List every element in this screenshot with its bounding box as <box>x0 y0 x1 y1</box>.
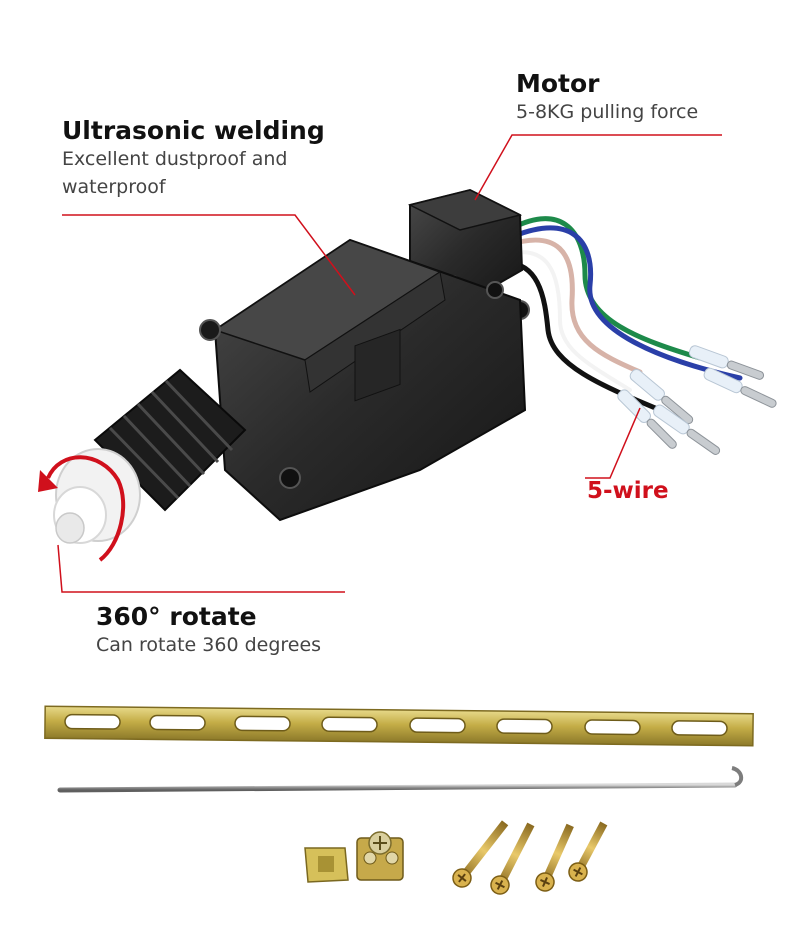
callout-rotate-subtitle: Can rotate 360 degrees <box>96 634 322 656</box>
callout-motor-title: Motor <box>516 69 600 98</box>
clip <box>304 847 349 883</box>
callout-rotate: 360° rotate Can rotate 360 degrees <box>96 602 321 660</box>
mounting-bracket <box>44 705 754 747</box>
callout-ultrasonic-line2: waterproof <box>62 175 166 198</box>
callout-wire-title: 5-wire <box>587 478 669 504</box>
callout-ultrasonic: Ultrasonic welding Excellent dustproof a… <box>62 116 325 201</box>
callout-rotate-title: 360° rotate <box>96 602 257 631</box>
connecting-rod <box>57 766 744 793</box>
callout-ultrasonic-line1: Excellent dustproof and <box>62 148 288 170</box>
wire-clamp <box>356 831 404 881</box>
wire-bundle <box>492 216 743 413</box>
actuator-body <box>38 188 530 562</box>
rotate-arrow-icon <box>38 455 126 562</box>
wire-terminals <box>617 345 777 455</box>
screws <box>452 820 608 895</box>
shaft-tip <box>53 448 141 544</box>
callout-motor: Motor 5-8KG pulling force <box>516 69 698 127</box>
callout-lines <box>57 134 722 593</box>
callout-ultrasonic-title: Ultrasonic welding <box>62 116 325 145</box>
callout-motor-subtitle: 5-8KG pulling force <box>516 101 699 123</box>
